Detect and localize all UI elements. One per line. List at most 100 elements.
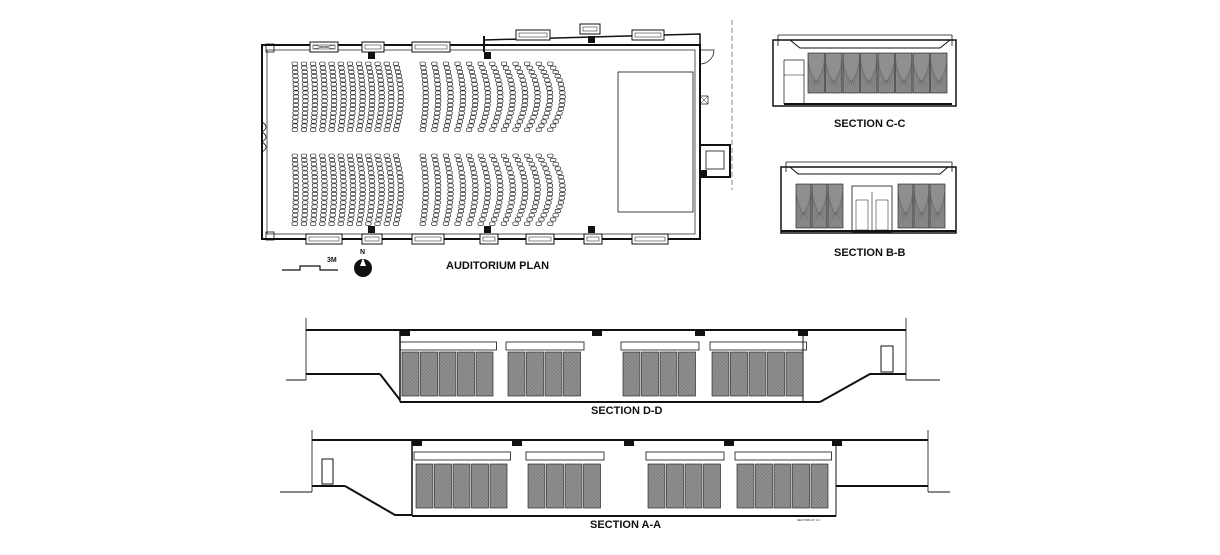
panel-hatch [839, 55, 843, 94]
panel-hatch [487, 390, 494, 397]
seat [302, 107, 309, 112]
seat [443, 65, 451, 70]
plan-outer-wall [261, 44, 701, 240]
panel-hatch [821, 55, 825, 94]
acoustic-panel [457, 351, 475, 397]
seat [340, 103, 347, 108]
panel-hatch [507, 351, 526, 370]
panel-hatch [434, 463, 438, 468]
seat [292, 179, 299, 184]
panel-hatch [647, 463, 655, 471]
panel-hatch [907, 188, 914, 229]
seat [366, 65, 373, 70]
panel-hatch [941, 58, 948, 94]
panel-hatch [622, 351, 634, 363]
panel-hatch [401, 351, 406, 356]
seat [359, 107, 366, 112]
seat [509, 90, 516, 95]
seat [357, 119, 364, 124]
panel-hatch [711, 358, 730, 377]
panel-hatch [434, 463, 452, 482]
seat [388, 183, 395, 188]
panel-hatch [415, 463, 434, 482]
seat [387, 196, 395, 201]
auditorium-plan [261, 20, 733, 241]
seat [376, 213, 383, 218]
seat [292, 200, 299, 205]
seat [348, 115, 355, 120]
seat [434, 111, 441, 116]
seat [292, 111, 299, 116]
seat [557, 200, 564, 205]
panel-hatch [475, 351, 494, 370]
panel-hatch [442, 498, 452, 509]
panel-hatch [811, 491, 829, 509]
panel-hatch [763, 393, 767, 397]
panel-hatch [808, 185, 812, 229]
seat [509, 187, 516, 192]
panel-hatch [755, 474, 773, 492]
panel-hatch [507, 351, 519, 363]
seat [547, 153, 554, 158]
seat [300, 153, 308, 158]
seat [445, 166, 452, 171]
seat [469, 209, 477, 214]
seat [349, 200, 356, 205]
panel-hatch [818, 191, 828, 229]
seat [497, 183, 504, 188]
panel-hatch [785, 351, 804, 370]
seat [435, 192, 442, 197]
panel-hatch [622, 355, 641, 373]
seat [422, 200, 429, 205]
panel-hatch [457, 362, 475, 380]
panel-hatch [527, 463, 546, 482]
seat [459, 86, 466, 91]
seat [500, 153, 508, 158]
panel-hatch [526, 351, 541, 366]
seat [346, 61, 354, 66]
seat [387, 170, 394, 175]
seat [432, 119, 440, 124]
panel-hatch [856, 55, 860, 94]
panel-hatch [526, 351, 534, 359]
panel-hatch [748, 351, 756, 359]
panel-hatch [564, 463, 569, 468]
panel-hatch [482, 502, 489, 509]
panel-hatch [649, 386, 659, 397]
panel-hatch [807, 61, 818, 94]
panel-hatch [434, 474, 452, 492]
panel-hatch [642, 379, 659, 397]
seat [554, 115, 561, 120]
seat [422, 90, 429, 95]
seat [397, 196, 404, 201]
panel-hatch [730, 351, 738, 359]
panel-hatch [544, 351, 559, 366]
panel-hatch [895, 64, 908, 94]
panel-hatch [641, 351, 656, 366]
panel-hatch [471, 484, 489, 503]
panel-hatch [678, 365, 696, 384]
seat [347, 123, 354, 128]
seat [472, 187, 479, 192]
seat [459, 187, 467, 192]
panel-hatch [435, 491, 452, 509]
panel-hatch [622, 376, 641, 394]
seat [396, 170, 403, 175]
seat [397, 98, 404, 103]
seat [558, 196, 565, 201]
panel-hatch [647, 463, 659, 475]
panel-hatch [667, 491, 684, 509]
panel-hatch [507, 351, 522, 366]
seat [447, 86, 454, 91]
seat [387, 103, 395, 108]
panel-hatch [807, 58, 815, 94]
panel-hatch [471, 463, 486, 478]
panel-hatch [684, 463, 703, 482]
seat [480, 213, 487, 218]
fine-print: SECTION AT 1:4 [797, 518, 820, 522]
panel-hatch [641, 369, 659, 387]
panel-hatch [730, 358, 748, 377]
panel-hatch [775, 386, 785, 397]
panel-hatch [527, 463, 542, 478]
seat [311, 183, 319, 188]
